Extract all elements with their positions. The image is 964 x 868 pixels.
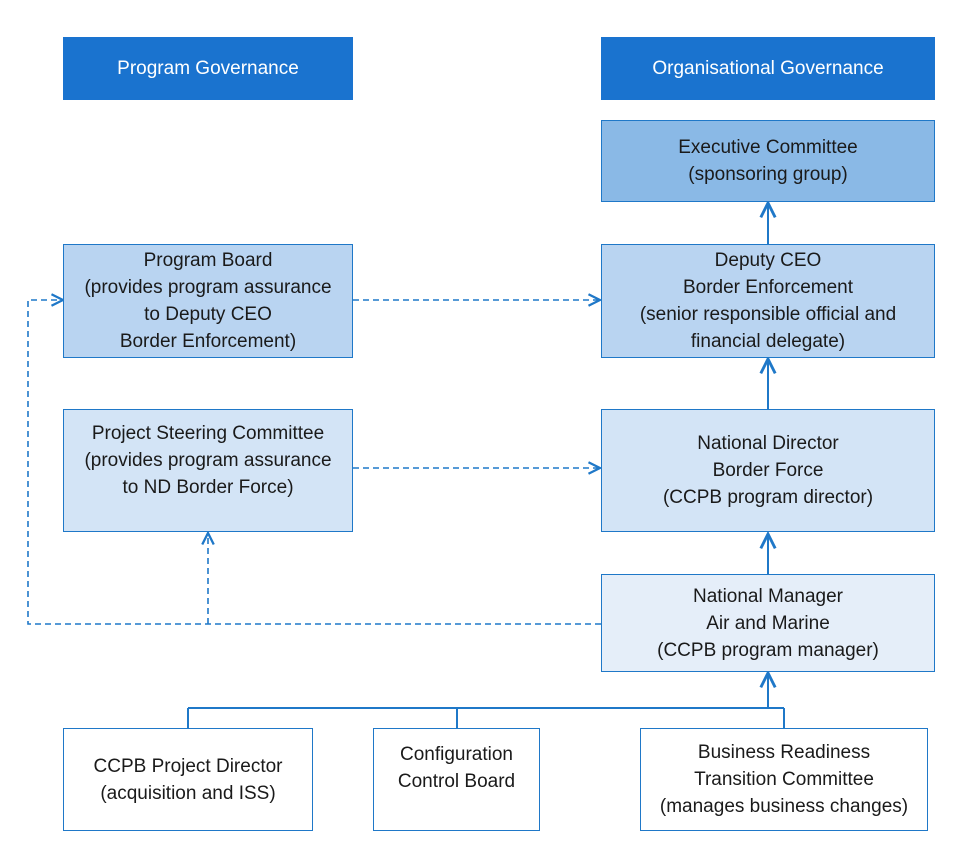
project-steering-committee-box: Project Steering Committee (provides pro… (63, 409, 353, 532)
national-manager-box: National Manager Air and Marine (CCPB pr… (601, 574, 935, 672)
configuration-control-board-box: Configuration Control Board (373, 728, 540, 831)
program-governance-header: Program Governance (63, 37, 353, 100)
deputy-ceo-box: Deputy CEO Border Enforcement (senior re… (601, 244, 935, 358)
organisational-governance-header: Organisational Governance (601, 37, 935, 100)
national-director-box: National Director Border Force (CCPB pro… (601, 409, 935, 532)
ccpb-project-director-box: CCPB Project Director (acquisition and I… (63, 728, 313, 831)
program-board-box: Program Board (provides program assuranc… (63, 244, 353, 358)
business-readiness-transition-committee-box: Business Readiness Transition Committee … (640, 728, 928, 831)
dashed-manager-feedback-line (27, 300, 601, 625)
executive-committee-box: Executive Committee (sponsoring group) (601, 120, 935, 202)
